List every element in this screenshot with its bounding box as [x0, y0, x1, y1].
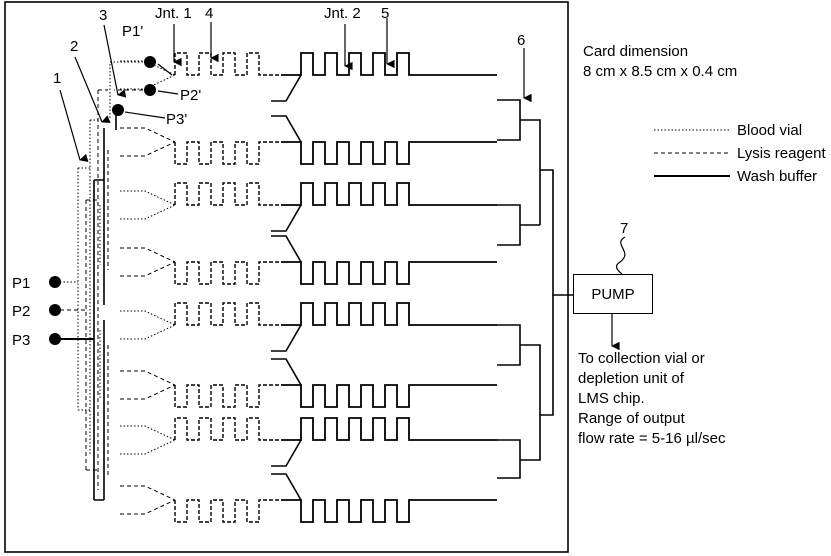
label-4: 4 [205, 5, 213, 22]
junction-1-merge [120, 371, 175, 399]
junction-2-wash-inlet [271, 325, 301, 351]
port-p2-prime-label: P2' [180, 87, 201, 104]
pump-output-line: flow rate = 5-16 µl/sec [578, 429, 725, 449]
junction-2-wash-inlet [271, 205, 301, 231]
lysis-serpentine [175, 303, 281, 325]
legend-label-blood: Blood vial [737, 122, 802, 139]
legend-label-wash: Wash buffer [737, 168, 817, 185]
junction-1-merge [120, 311, 175, 339]
junction-1-merge [120, 486, 175, 514]
port-p1[interactable] [49, 276, 61, 288]
port-p1-label: P1 [12, 275, 30, 292]
lysis-serpentine [175, 183, 281, 205]
label-1: 1 [53, 70, 61, 87]
pump-label: PUMP [591, 286, 634, 303]
pump-output-line: Range of output [578, 409, 725, 429]
junction-2-wash-inlet [271, 440, 301, 466]
wash-serpentine [281, 262, 497, 284]
pump-output-line: LMS chip. [578, 389, 725, 409]
label-7: 7 [620, 220, 628, 237]
label-5: 5 [381, 5, 389, 22]
label-6: 6 [517, 32, 525, 49]
wash-serpentine [281, 183, 497, 205]
port-p1-prime[interactable] [144, 56, 156, 68]
pump-output-line: To collection vial or [578, 349, 725, 369]
junction-1-label: Jnt. 1 [155, 5, 192, 22]
lysis-serpentine [175, 142, 281, 164]
wash-serpentine [281, 418, 497, 440]
junction-2-label: Jnt. 2 [324, 5, 361, 22]
junction-2-wash-inlet [271, 116, 301, 142]
legend: Blood vial Lysis reagent Wash buffer [654, 122, 826, 185]
inlet-ports [49, 56, 156, 345]
lysis-serpentine [175, 500, 281, 522]
legend-label-lysis: Lysis reagent [737, 145, 826, 162]
junction-2-wash-inlet [271, 359, 301, 385]
label-2: 2 [70, 38, 78, 55]
junction-1-merge [120, 128, 175, 156]
junction-2-wash-inlet [271, 474, 301, 500]
port-p2[interactable] [49, 304, 61, 316]
pump-output-note: To collection vial or depletion unit of … [578, 349, 725, 449]
junction-1-merge [120, 248, 175, 276]
pump-output-line: depletion unit of [578, 369, 725, 389]
card-dimension-note: Card dimension 8 cm x 8.5 cm x 0.4 cm [583, 42, 737, 82]
lysis-serpentine [175, 385, 281, 407]
wash-serpentine [281, 142, 497, 164]
pump-box[interactable]: PUMP [573, 274, 653, 314]
wash-serpentine [281, 303, 497, 325]
junction-1-merge [120, 191, 175, 219]
label-3: 3 [99, 7, 107, 24]
port-p3[interactable] [49, 333, 61, 345]
channel-unit [120, 474, 497, 522]
junction-2-wash-inlet [271, 236, 301, 262]
channel-unit [120, 236, 497, 284]
port-p1-prime-label: P1' [122, 23, 143, 40]
lysis-serpentine [175, 418, 281, 440]
port-p3-prime[interactable] [112, 104, 124, 116]
channel-unit [120, 303, 497, 351]
wash-serpentine [281, 385, 497, 407]
outlet-manifold [497, 100, 573, 478]
wash-serpentine [281, 53, 497, 75]
lysis-serpentine [175, 53, 281, 75]
port-p2-label: P2 [12, 303, 30, 320]
channel-unit [120, 418, 497, 466]
port-p2-prime[interactable] [144, 84, 156, 96]
junction-1-merge [120, 426, 175, 454]
card-dimension-title: Card dimension [583, 42, 737, 62]
card-dimension-value: 8 cm x 8.5 cm x 0.4 cm [583, 62, 737, 82]
wash-serpentine [281, 500, 497, 522]
lysis-serpentine [175, 262, 281, 284]
port-p3-label: P3 [12, 332, 30, 349]
port-p3-prime-label: P3' [166, 111, 187, 128]
junction-2-wash-inlet [271, 75, 301, 101]
channel-unit [120, 183, 497, 231]
channel-unit [120, 359, 497, 407]
